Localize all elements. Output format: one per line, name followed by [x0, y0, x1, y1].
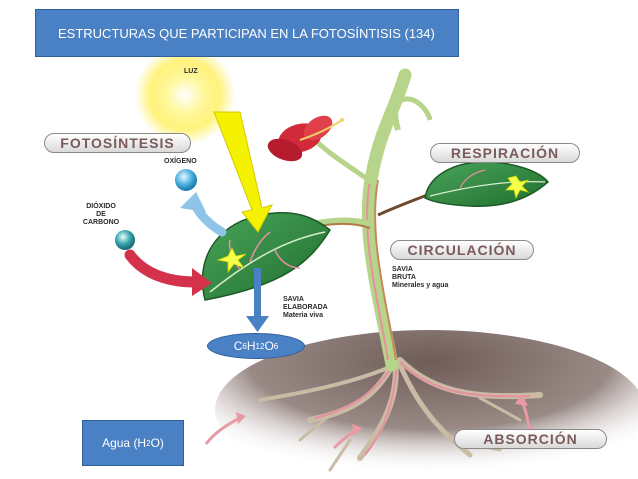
formula-c-sub: 6	[242, 341, 247, 351]
label-savia-elaborada-line3: Materia viva	[283, 312, 324, 319]
water-suffix: O)	[150, 436, 164, 450]
label-respiracion: RESPIRACIÓN	[430, 143, 580, 163]
sap-down-arrow	[254, 268, 261, 318]
light-arrow	[213, 111, 273, 233]
label-absorcion: ABSORCIÓN	[454, 429, 607, 449]
label-dioxido-line3: CARBONO	[82, 219, 120, 226]
label-savia-bruta: SAVIA BRUTA Minerales y agua	[392, 266, 448, 290]
respiration-star-icon	[505, 175, 530, 200]
label-dioxido-de-carbono: DIÓXIDO DE CARBONO	[76, 203, 126, 227]
main-leaf	[201, 211, 331, 301]
label-savia-elaborada: SAVIA ELABORADA Materia viva	[283, 296, 328, 320]
oxygen-molecule-icon	[175, 169, 197, 191]
label-savia-elaborada-line1: SAVIA	[283, 296, 304, 303]
label-circulacion: CIRCULACIÓN	[390, 240, 534, 260]
title-box: ESTRUCTURAS QUE PARTICIPAN EN LA FOTOSÍN…	[35, 9, 459, 57]
page-title: ESTRUCTURAS QUE PARTICIPAN EN LA FOTOSÍN…	[58, 25, 435, 41]
carbon-dioxide-molecule-icon	[115, 230, 135, 250]
formula-c: C	[233, 339, 243, 353]
sunlight-star-icon	[216, 247, 247, 274]
flower	[267, 115, 344, 162]
co2-arrow	[124, 249, 201, 288]
label-dioxido-line1: DIÓXIDO	[86, 203, 116, 210]
label-savia-bruta-line2: BRUTA	[392, 274, 416, 281]
label-oxigeno: OXÍGENO	[164, 158, 197, 165]
label-fotosintesis: FOTOSÍNTESIS	[44, 133, 191, 153]
sun-icon	[135, 45, 235, 145]
formula-h-sub: 12	[255, 341, 265, 351]
formula-o: O	[264, 339, 274, 353]
label-savia-bruta-line1: SAVIA	[392, 266, 413, 273]
formula-h: H	[246, 339, 256, 353]
label-savia-elaborada-line2: ELABORADA	[283, 304, 328, 311]
label-savia-bruta-line3: Minerales y agua	[392, 282, 449, 289]
label-luz: LUZ	[184, 68, 198, 75]
stem	[361, 68, 412, 372]
right-leaf	[424, 161, 550, 207]
formula-o-sub: 6	[273, 341, 279, 351]
label-dioxido-line2: DE	[96, 211, 106, 218]
water-prefix: Agua (H	[102, 436, 147, 450]
water-sub: 2	[146, 438, 151, 448]
